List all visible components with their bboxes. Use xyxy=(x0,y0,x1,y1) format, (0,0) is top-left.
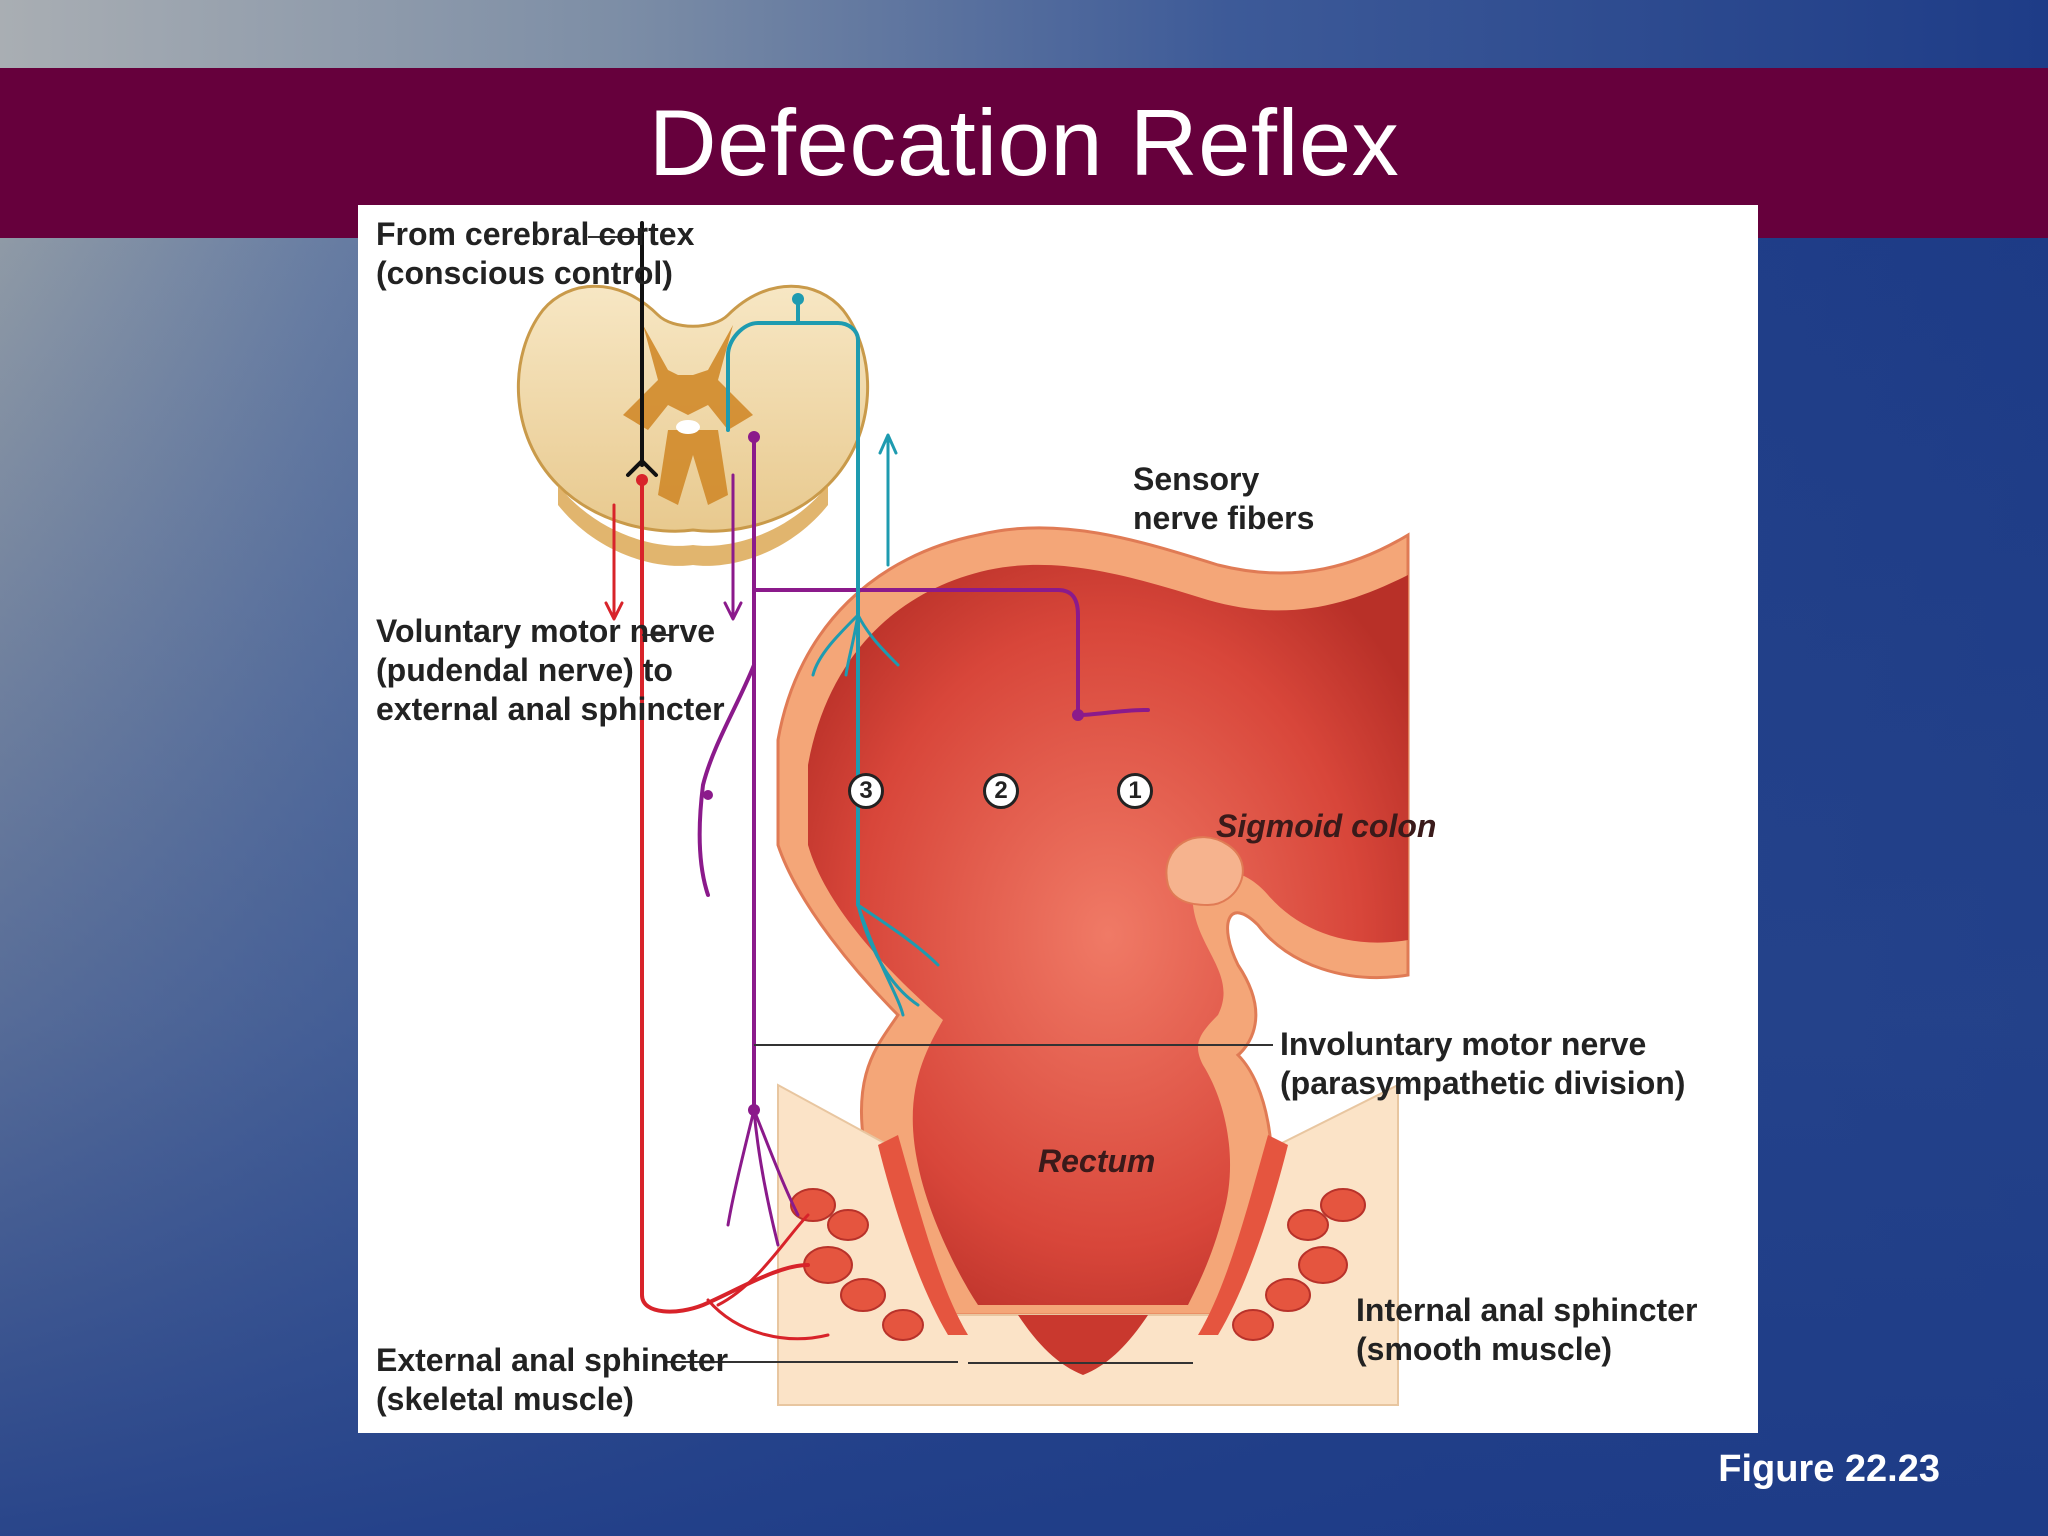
rectum-label: Rectum xyxy=(1038,1143,1156,1179)
spinal-cord xyxy=(516,284,870,566)
leader-lines xyxy=(588,236,1273,1364)
external-sphincter-label-line2: (skeletal muscle) xyxy=(376,1381,634,1417)
cortex-label-line1: From cerebral cortex xyxy=(376,216,695,252)
sensory-label-line1: Sensory xyxy=(1133,461,1260,497)
voluntary-label-line1: Voluntary motor nerve xyxy=(376,613,716,649)
cortex-label-line2: (conscious control) xyxy=(376,255,673,291)
figure-number: Figure 22.23 xyxy=(1718,1448,1940,1490)
step-2-marker: 2 xyxy=(983,773,1019,809)
anal-region xyxy=(777,1083,1399,1406)
figure-panel: From cerebral cortex (conscious control)… xyxy=(358,205,1758,1433)
colon-rectum xyxy=(776,526,1410,1317)
voluntary-label-line2: (pudendal nerve) to xyxy=(376,652,673,688)
nerves xyxy=(604,221,1150,1341)
involuntary-label-line2: (parasympathetic division) xyxy=(1280,1065,1686,1101)
defecation-reflex-diagram xyxy=(516,221,1410,1406)
slide-title: Defecation Reflex xyxy=(648,90,1400,195)
sigmoid-colon-label: Sigmoid colon xyxy=(1216,808,1437,844)
step-1-marker: 1 xyxy=(1117,773,1153,809)
top-band xyxy=(0,0,2048,68)
internal-sphincter-label-line1: Internal anal sphincter xyxy=(1356,1292,1698,1328)
sensory-label-line2: nerve fibers xyxy=(1133,500,1315,536)
internal-sphincter-label-line2: (smooth muscle) xyxy=(1356,1331,1613,1367)
step-3-marker: 3 xyxy=(848,773,884,809)
involuntary-label-line1: Involuntary motor nerve xyxy=(1280,1026,1647,1062)
voluntary-label-line3: external anal sphincter xyxy=(376,691,725,727)
external-sphincter-label-line1: External anal sphincter xyxy=(376,1342,729,1378)
